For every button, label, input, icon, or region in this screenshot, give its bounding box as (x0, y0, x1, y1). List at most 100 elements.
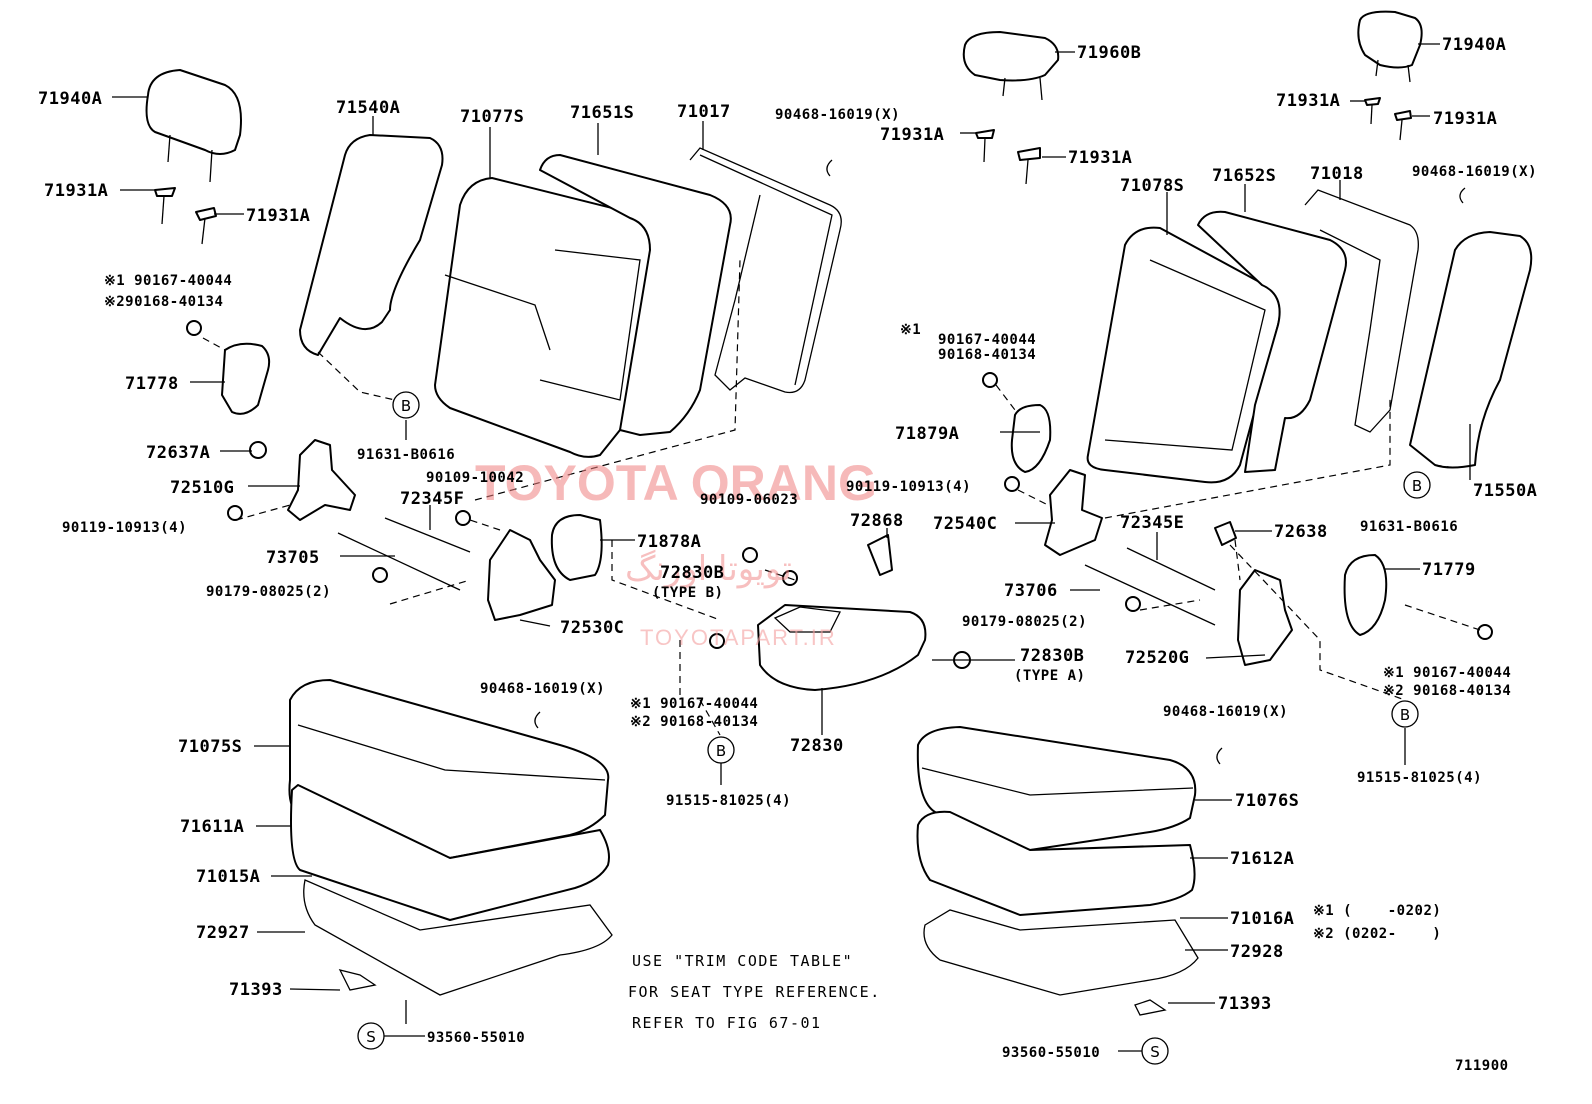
label-71878A: 71878A (637, 532, 701, 552)
label-71931A-left-2: 71931A (246, 206, 310, 226)
part-labels: 71940A 71931A 71931A 71540A 71077S 71651… (38, 35, 1537, 1074)
label-71960B: 71960B (1077, 43, 1141, 63)
seat-cushion-pad-left (290, 784, 610, 921)
note2-left: ※290168-40134 (104, 294, 223, 310)
label-90179-left: 90179-08025(2) (206, 584, 331, 600)
note1-left: ※1 90167-40044 (104, 273, 232, 289)
note1-right: ※1 90167-40044 (1383, 665, 1511, 681)
marker-b-right-lower: B (1391, 700, 1419, 728)
type-a-note: (TYPE A) (1014, 668, 1085, 684)
label-71015A: 71015A (196, 867, 260, 887)
label-71017: 71017 (677, 102, 731, 122)
headrest-center (962, 31, 1060, 82)
label-71652S: 71652S (1212, 166, 1276, 186)
note-line-2: FOR SEAT TYPE REFERENCE. (628, 983, 881, 1001)
part-drawings (145, 10, 1533, 1016)
label-71931A-right-1: 71931A (1276, 91, 1340, 111)
reference-note: USE "TRIM CODE TABLE" FOR SEAT TYPE REFE… (628, 952, 881, 1032)
recliner-bracket-right (1237, 569, 1293, 666)
label-91631-left: 91631-B0616 (357, 447, 455, 463)
label-71879A: 71879A (895, 424, 959, 444)
label-91631-right: 91631-B0616 (1360, 519, 1458, 535)
figure-number: 711900 (1455, 1058, 1509, 1074)
svg-text:B: B (401, 397, 411, 415)
label-72927: 72927 (196, 923, 250, 943)
svg-text:S: S (1150, 1043, 1160, 1061)
label-90119-left: 90119-10913(4) (62, 520, 187, 536)
label-90468-top-right: 90468-16019(X) (1412, 164, 1537, 180)
hinge-cover-center (550, 514, 603, 581)
seat-frame-right (923, 909, 1199, 996)
label-72637A: 72637A (146, 443, 210, 463)
marker-b-left: B (392, 391, 420, 419)
label-71778: 71778 (125, 374, 179, 394)
side-panel-left (299, 134, 444, 356)
hinge-bracket-right (1044, 469, 1103, 556)
label-71611A: 71611A (180, 817, 244, 837)
legend-note-1: ※1 ( -0202) (1313, 903, 1441, 919)
label-72520G: 72520G (1125, 648, 1189, 668)
hinge-cover-left (221, 342, 271, 415)
watermark-site: TOYOTAPART.IR (640, 625, 837, 650)
label-72830B-type-a: 72830B (1020, 646, 1084, 666)
label-72830B-type-b: 72830B (660, 563, 724, 583)
watermark-arabic: تویوتا اورنگ (625, 549, 792, 589)
label-90179-right: 90179-08025(2) (962, 614, 1087, 630)
svg-text:B: B (716, 742, 726, 760)
label-71016A: 71016A (1230, 909, 1294, 929)
seatback-frame-left (689, 147, 842, 394)
side-panel-right (1409, 231, 1533, 469)
seat-cushion-pad-right (916, 810, 1196, 916)
label-72638: 72638 (1274, 522, 1328, 542)
bracket-72868 (867, 534, 893, 576)
label-71076S: 71076S (1235, 791, 1299, 811)
label-72345E: 72345E (1120, 513, 1184, 533)
label-73706: 73706 (1004, 581, 1058, 601)
legend-note-2: ※2 (0202- ) (1313, 926, 1441, 942)
marker-b-center: B (707, 736, 735, 764)
label-71940A-right: 71940A (1442, 35, 1506, 55)
label-93560-right: 93560-55010 (1002, 1045, 1100, 1061)
label-72540C: 72540C (933, 514, 997, 534)
label-90168-mid: 90168-40134 (938, 347, 1036, 363)
label-71393-right: 71393 (1218, 994, 1272, 1014)
circle-markers: B B B B S S (357, 391, 1431, 1065)
note2-center: ※2 90168-40134 (630, 714, 758, 730)
marker-s-left: S (357, 1022, 385, 1050)
label-72830: 72830 (790, 736, 844, 756)
label-72928: 72928 (1230, 942, 1284, 962)
label-71931A-left-1: 71931A (44, 181, 108, 201)
seatback-pad-right (1197, 210, 1347, 473)
headrest-left (145, 69, 242, 183)
clips (534, 159, 1466, 765)
label-71931A-mid-1: 71931A (880, 125, 944, 145)
seatback-pad-left (539, 154, 732, 436)
note-line-3: REFER TO FIG 67-01 (632, 1014, 822, 1032)
label-71393-left: 71393 (229, 980, 283, 1000)
headrest-guide-left (154, 187, 217, 245)
label-71540A: 71540A (336, 98, 400, 118)
svg-text:B: B (1412, 477, 1422, 495)
label-90468-top-left: 90468-16019(X) (775, 107, 900, 123)
label-90109-06023: 90109-06023 (700, 492, 798, 508)
label-71651S: 71651S (570, 103, 634, 123)
label-71550A: 71550A (1473, 481, 1537, 501)
label-90468-mid-left: 90468-16019(X) (480, 681, 605, 697)
label-71779: 71779 (1422, 560, 1476, 580)
label-71077S: 71077S (460, 107, 524, 127)
note2-right: ※2 90168-40134 (1383, 683, 1511, 699)
hinge-cover-right-upper (1010, 404, 1052, 473)
watermark-brand: TOYOTA ORANG (475, 455, 877, 511)
headrest-right (1357, 10, 1423, 69)
seat-frame-left (303, 879, 613, 996)
label-90167-mid: 90167-40044 (938, 332, 1036, 348)
label-72530C: 72530C (560, 618, 624, 638)
marker-b-right-upper: B (1403, 471, 1431, 499)
label-72510G: 72510G (170, 478, 234, 498)
watermark: TOYOTA ORANG تویوتا اورنگ TOYOTAPART.IR (475, 455, 877, 650)
label-90109-10042: 90109-10042 (426, 470, 524, 486)
label-71612A: 71612A (1230, 849, 1294, 869)
label-71075S: 71075S (178, 737, 242, 757)
